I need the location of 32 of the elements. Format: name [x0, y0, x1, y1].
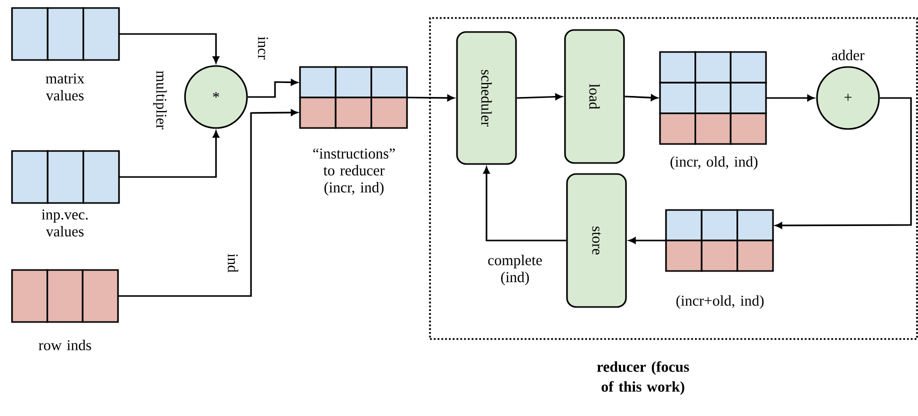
- node-caption: multiplier: [153, 70, 167, 130]
- arrow: [628, 237, 666, 244]
- array-drawing: [665, 209, 774, 272]
- node-caption: (incr, old, ind): [670, 156, 758, 170]
- arrow: [119, 130, 220, 178]
- edge-label: ind: [228, 254, 238, 272]
- node-caption: row inds: [38, 340, 92, 350]
- node-caption: inp.vec. values: [42, 210, 88, 236]
- frame-heading: reducer (focus of this work): [597, 361, 689, 395]
- arrow: [119, 33, 220, 64]
- edge-label: complete (ind): [488, 254, 542, 286]
- edge-label: incr: [258, 36, 268, 60]
- arrow: [407, 94, 454, 102]
- arrow: [766, 94, 814, 102]
- node-caption: matrix values: [46, 74, 84, 100]
- arrow: [775, 97, 912, 229]
- array-drawing: [11, 269, 119, 323]
- node-caption: “instructions” to reducer (incr, ind): [313, 148, 395, 196]
- arrow: [516, 93, 562, 100]
- array-drawing: [659, 51, 767, 145]
- node-caption: (incr+old, ind): [676, 295, 764, 309]
- arrow: [118, 109, 298, 297]
- process-box: store: [566, 173, 627, 308]
- arrow: [624, 94, 658, 101]
- process-box: load: [564, 29, 625, 164]
- arrow: [483, 166, 566, 242]
- array-drawing: [299, 66, 408, 129]
- process-box: scheduler: [456, 31, 517, 165]
- arrow: [248, 79, 298, 98]
- node-caption: adder: [832, 50, 864, 60]
- array-drawing: [11, 7, 120, 61]
- array-drawing: [11, 150, 120, 204]
